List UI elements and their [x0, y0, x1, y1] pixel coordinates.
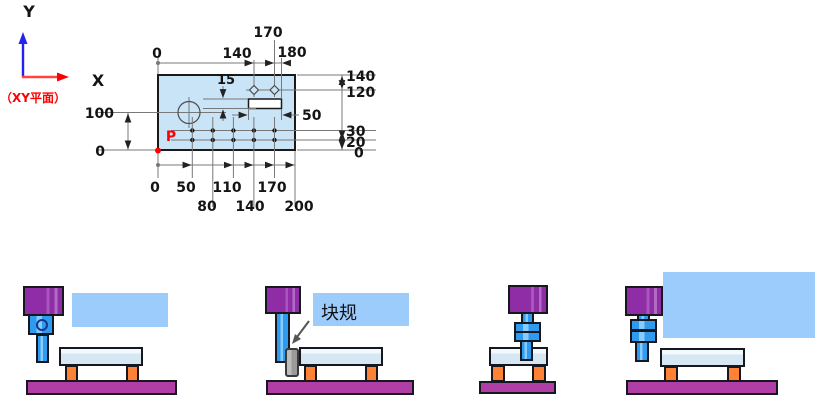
table-leg: [727, 366, 741, 382]
table-leg: [532, 365, 546, 382]
x-axis-label: X: [92, 71, 105, 90]
slot-outline: [247, 98, 283, 110]
dim-bottom-140: 140: [235, 199, 264, 215]
point-mark-icon: [269, 84, 280, 96]
dim-slot-width: 50: [302, 108, 322, 124]
dim-right-0: 0: [354, 146, 364, 162]
table-leg: [304, 365, 317, 382]
dim-bottom-110: 110: [212, 180, 241, 196]
table-leg: [365, 365, 378, 382]
dim-bottom-50: 50: [176, 180, 196, 196]
y-axis-label: Y: [22, 2, 35, 21]
spindle-head: [625, 286, 663, 316]
dim-top-0: 0: [152, 46, 162, 62]
dim-top-180: 180: [277, 45, 306, 61]
dim-bottom-170: 170: [257, 180, 286, 196]
xy-plane-label: （XY平面）: [0, 90, 66, 105]
gauge-block-label: 块规: [321, 303, 357, 324]
dim-right-20: 20: [346, 135, 366, 151]
machine-base: [626, 380, 778, 395]
table-leg: [491, 365, 505, 382]
dim-right-120: 120: [346, 85, 375, 101]
highlight-box: [72, 293, 168, 327]
dim-top-170: 170: [253, 25, 282, 41]
gauge-callout-box: [313, 293, 409, 326]
dim-top-140: 140: [222, 46, 251, 62]
machine-base: [26, 380, 177, 395]
machine-table: [59, 347, 143, 366]
dim-left-0: 0: [95, 144, 105, 160]
spindle-head: [508, 285, 548, 314]
origin-point-label: P: [166, 129, 176, 145]
machine-table: [299, 347, 383, 366]
leader-arrow-icon: [292, 320, 310, 344]
gauge-block: [285, 348, 299, 377]
workpiece-drawing: 0 140 170 180 100 0 140 120 30 20 0 50 1…: [85, 25, 376, 215]
dim-slot-height: 15: [217, 73, 235, 88]
dim-right-30: 30: [346, 124, 366, 140]
holder-ring-icon: [36, 319, 48, 331]
dim-bottom-200: 200: [284, 199, 313, 215]
point-mark-icon: [248, 84, 260, 96]
dim-right-140: 140: [346, 69, 375, 85]
tool-shank: [635, 341, 649, 362]
table-leg: [126, 365, 139, 382]
hole-circle: [177, 100, 201, 125]
dim-bottom-0: 0: [150, 180, 160, 196]
x-axis-arrowhead-icon: [57, 72, 69, 82]
highlight-box: [663, 272, 815, 338]
origin-point-dot: [155, 147, 161, 154]
machine-table: [660, 348, 745, 367]
dim-bottom-80: 80: [197, 199, 217, 215]
coordinate-axes-icon: Y X （XY平面）: [0, 2, 105, 105]
table-leg: [664, 366, 678, 382]
machine-base: [266, 380, 414, 395]
tool-shank: [36, 334, 49, 363]
spindle-head: [265, 286, 301, 314]
y-axis-arrowhead-icon: [18, 32, 28, 44]
tool-shank: [520, 340, 533, 361]
machine-base: [479, 381, 556, 394]
spindle-head: [23, 286, 64, 316]
dim-left-100: 100: [85, 106, 114, 122]
machine-table: [489, 347, 548, 366]
table-leg: [65, 365, 78, 382]
